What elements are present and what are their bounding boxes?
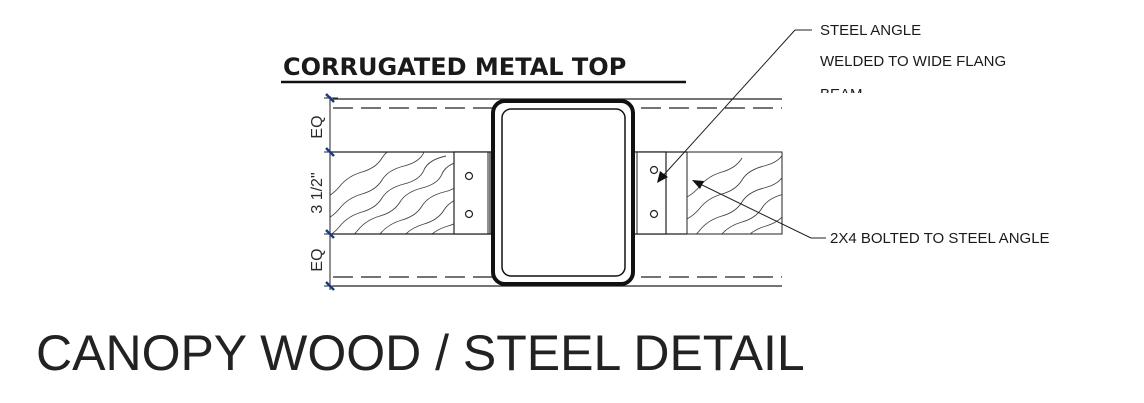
wood-2x4-left (329, 151, 455, 235)
leader-bolted (692, 180, 826, 239)
dimension-eq-bottom: EQ (309, 248, 326, 271)
corrugated-metal-top-label: CORRUGATED METAL TOP (283, 53, 626, 81)
note-steel-angle-line3: BEAM (820, 86, 863, 103)
steel-angle-left (453, 151, 491, 235)
detail-title: CANOPY WOOD / STEEL DETAIL (36, 325, 805, 381)
dimension-3-1-2: 3 1/2" (309, 172, 326, 213)
dimension-eq-top: EQ (309, 115, 326, 138)
steel-beam (491, 99, 635, 286)
bolt-icon (464, 209, 474, 219)
steel-angle-right (633, 151, 667, 235)
note-steel-angle-line2: WELDED TO WIDE FLANG (820, 53, 1006, 70)
note-steel-angle-line1: STEEL ANGLE (820, 22, 921, 39)
bolt-icon (649, 209, 659, 219)
bolt-icon (464, 171, 474, 181)
note-2x4-bolted: 2X4 BOLTED TO STEEL ANGLE (830, 230, 1050, 247)
leader-steel-angle (657, 29, 812, 183)
bolt-icon (649, 165, 659, 175)
wood-2x4-right (686, 151, 783, 235)
dimension-ticks (325, 93, 335, 291)
